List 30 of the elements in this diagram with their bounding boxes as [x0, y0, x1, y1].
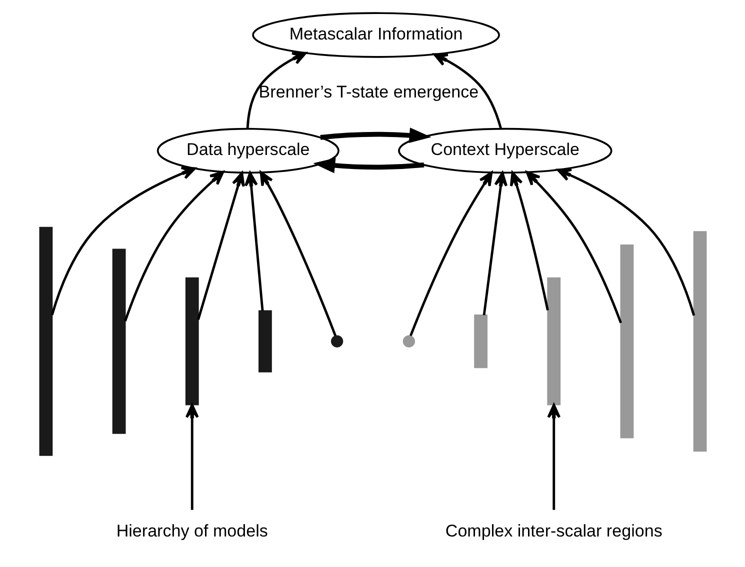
node-bar: [184, 277, 198, 406]
arrow: [184, 404, 198, 510]
arrow: [409, 171, 492, 336]
arrow: [244, 172, 264, 311]
arrow: [546, 404, 560, 510]
arrow: [509, 171, 548, 311]
node-circle: [330, 335, 343, 348]
node-bar: [692, 231, 706, 452]
edge-label: Brenner’s T-state emergence: [258, 82, 478, 102]
arrow: [50, 166, 196, 316]
arrow: [196, 172, 244, 320]
node-ellipse: Metascalar Information: [252, 12, 500, 58]
node-bar: [112, 248, 126, 434]
node-bar: [546, 277, 560, 406]
arrow: [259, 171, 336, 336]
node-bar: [620, 244, 634, 438]
arrow: [482, 172, 508, 316]
arrow: [312, 158, 424, 174]
arrow: [320, 128, 431, 143]
node-bar: [258, 310, 272, 372]
arrow: [556, 168, 695, 316]
arrow: [246, 52, 306, 129]
node-text: Hierarchy of models: [116, 521, 268, 540]
arrow: [525, 171, 622, 324]
node-circle: [402, 335, 415, 348]
node-bar: [474, 314, 487, 368]
arrow: [124, 170, 224, 322]
arrow: [432, 53, 502, 129]
node-bar: [38, 226, 52, 456]
node-text: Complex inter-scalar regions: [444, 521, 662, 540]
